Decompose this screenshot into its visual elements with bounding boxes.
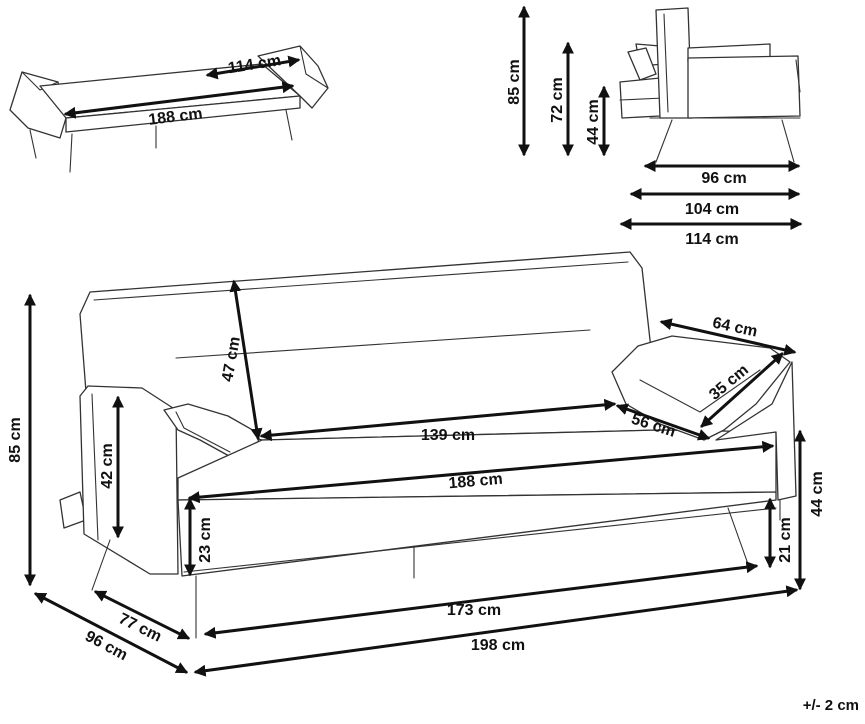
main-pillow-length-label: 64 cm — [711, 315, 759, 341]
main-depth-total-label: 96 cm — [82, 628, 130, 664]
main-width-inner-label: 188 cm — [448, 471, 504, 493]
main-backrest-width-label: 139 cm — [421, 427, 475, 444]
main-view: 85 cm 42 cm 23 cm 47 cm 139 cm 64 cm 35 … — [7, 251, 826, 677]
main-height-legs-label: 21 cm — [777, 517, 794, 562]
main-height-cushion-label: 23 cm — [197, 517, 214, 562]
main-height-arm-label: 42 cm — [99, 443, 116, 488]
side-height-total-label: 85 cm — [506, 59, 523, 104]
side-depth-total-label: 114 cm — [685, 231, 738, 248]
bed-length-dimension-line — [63, 81, 295, 119]
main-pillow-width-line — [700, 352, 784, 428]
main-pillow-length-line — [659, 318, 797, 356]
main-height-seat-label: 44 cm — [809, 471, 826, 516]
main-width-total-label: 198 cm — [471, 637, 525, 654]
main-depth-total-line — [33, 592, 189, 674]
main-height-total-label: 85 cm — [7, 417, 24, 462]
side-depth-seat-label: 96 cm — [701, 170, 746, 187]
main-backrest-width-line — [259, 398, 617, 442]
main-width-legs-label: 173 cm — [447, 602, 501, 619]
side-height-back-label: 72 cm — [549, 77, 566, 122]
main-sofa-drawing — [59, 251, 797, 639]
bed-length-label: 188 cm — [148, 105, 204, 128]
bed-width-dimension-line — [205, 55, 301, 80]
main-backrest-height-line — [229, 279, 263, 441]
side-view: 85 cm 72 cm 44 cm 96 cm 104 cm 114 cm — [506, 5, 803, 248]
main-width-total-line — [193, 585, 799, 677]
main-width-legs-line — [203, 561, 759, 639]
tolerance-note: +/- 2 cm — [802, 697, 859, 714]
bed-view: 114 cm 188 cm — [9, 45, 329, 173]
side-height-seat-label: 44 cm — [585, 99, 602, 144]
side-depth-mid-label: 104 cm — [685, 201, 739, 218]
main-width-inner-line — [187, 440, 775, 504]
side-sofa-drawing — [619, 7, 801, 163]
main-pillow-depth-line — [615, 403, 711, 441]
